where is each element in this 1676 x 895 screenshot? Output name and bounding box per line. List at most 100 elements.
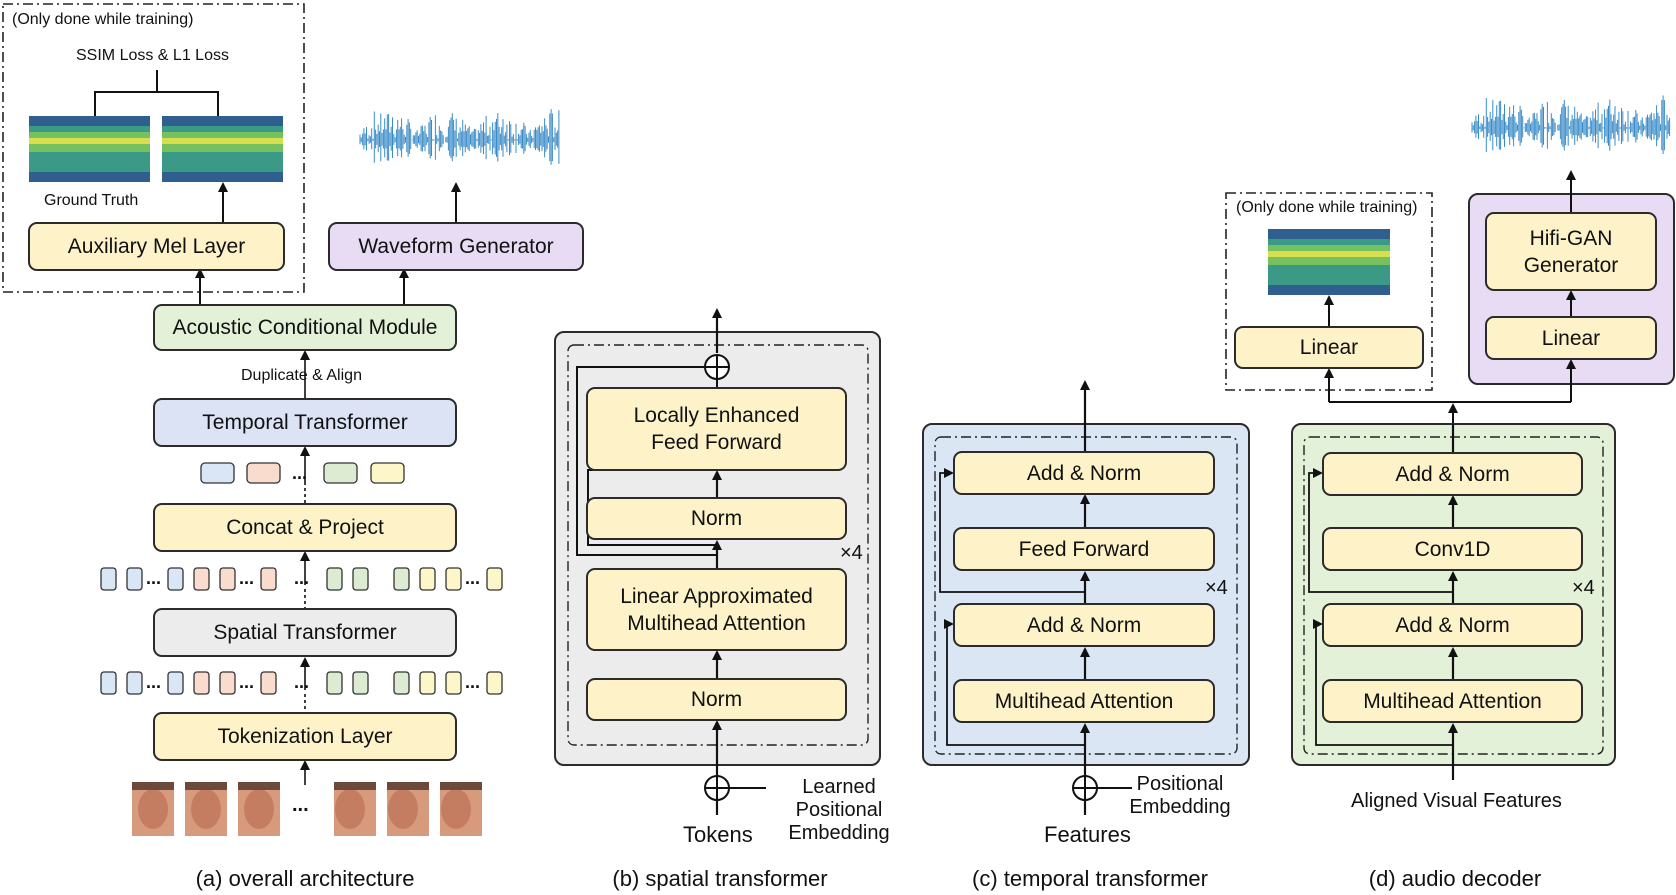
tokens-label: Tokens bbox=[683, 822, 753, 847]
spectrogram-predicted bbox=[162, 116, 283, 182]
c-residual-2 bbox=[944, 619, 1085, 746]
features-label: Features bbox=[1044, 822, 1131, 847]
hair bbox=[440, 782, 482, 790]
token bbox=[167, 567, 184, 591]
training-only-note-a: (Only done while training) bbox=[12, 11, 194, 28]
token bbox=[352, 567, 369, 591]
auxiliary-mel-layer: Auxiliary Mel Layer bbox=[28, 222, 285, 271]
temporal-token bbox=[200, 462, 235, 484]
token bbox=[445, 567, 462, 591]
waveform-a bbox=[359, 109, 560, 165]
token-ellipsis: ... bbox=[465, 568, 480, 588]
training-only-note-d: (Only done while training) bbox=[1236, 199, 1418, 216]
d-repeat-count: ×4 bbox=[1572, 577, 1595, 599]
face bbox=[441, 789, 471, 829]
token-ellipsis: ... bbox=[292, 463, 307, 483]
positional-emb-label: Positional Embedding bbox=[1129, 773, 1231, 818]
token bbox=[445, 671, 462, 695]
temporal-transformer-block: Temporal Transformer bbox=[153, 398, 457, 447]
d-conv1d: Conv1D bbox=[1322, 527, 1583, 571]
hair bbox=[132, 782, 174, 790]
token bbox=[486, 567, 503, 591]
locally-enhanced-ff-block: Locally Enhanced Feed Forward bbox=[586, 387, 847, 471]
caption-overall-architecture: (a) overall architecture bbox=[195, 866, 415, 891]
d-residual-2 bbox=[1313, 619, 1453, 746]
token bbox=[193, 671, 210, 695]
caption-temporal-transformer: (c) temporal transformer bbox=[972, 866, 1208, 891]
loss-label: SSIM Loss & L1 Loss bbox=[76, 47, 229, 64]
linear-approx-attention-block: Linear Approximated Multihead Attention bbox=[586, 568, 847, 651]
token bbox=[419, 671, 436, 695]
learned-pos-emb-label: Learned Positional Embedding bbox=[788, 776, 890, 844]
d-add-norm-top: Add & Norm bbox=[1322, 452, 1583, 496]
token bbox=[326, 671, 343, 695]
token bbox=[260, 671, 277, 695]
temporal-token bbox=[370, 462, 405, 484]
face bbox=[335, 789, 365, 829]
token bbox=[393, 671, 410, 695]
token bbox=[486, 671, 503, 695]
duplicate-align-label: Duplicate & Align bbox=[241, 367, 362, 384]
token-ellipsis: ... bbox=[294, 568, 309, 588]
c-multihead-attention: Multihead Attention bbox=[953, 679, 1215, 723]
spatial-transformer-block: Spatial Transformer bbox=[153, 608, 457, 657]
token bbox=[352, 671, 369, 695]
face bbox=[244, 789, 274, 829]
token bbox=[219, 671, 236, 695]
b-residual-outer bbox=[576, 366, 717, 556]
d-add-norm-bottom: Add & Norm bbox=[1322, 603, 1583, 647]
token-ellipsis: ... bbox=[146, 568, 161, 588]
token bbox=[193, 567, 210, 591]
concat-project-block: Concat & Project bbox=[153, 503, 457, 552]
hair bbox=[334, 782, 376, 790]
waveform-trace bbox=[1471, 95, 1671, 154]
face bbox=[138, 789, 168, 829]
token bbox=[126, 567, 143, 591]
waveform-d bbox=[1471, 95, 1671, 154]
c-repeat-count: ×4 bbox=[1205, 577, 1228, 599]
acoustic-conditional-module: Acoustic Conditional Module bbox=[153, 304, 457, 351]
hair bbox=[185, 782, 227, 790]
frames-ellipsis: ... bbox=[292, 794, 309, 816]
loss-bracket bbox=[94, 70, 219, 117]
b-norm-bottom: Norm bbox=[586, 678, 847, 721]
d-residual-1 bbox=[1308, 468, 1453, 593]
waveform-generator: Waveform Generator bbox=[328, 222, 584, 271]
temporal-token bbox=[246, 462, 281, 484]
c-add-norm-top: Add & Norm bbox=[953, 451, 1215, 495]
caption-spatial-transformer: (b) spatial transformer bbox=[612, 866, 828, 891]
ground-truth-label: Ground Truth bbox=[44, 192, 139, 209]
token-ellipsis: ... bbox=[239, 672, 254, 692]
training-only-region-a bbox=[2, 3, 305, 293]
d-linear-right: Linear bbox=[1485, 316, 1657, 360]
token-ellipsis: ... bbox=[239, 568, 254, 588]
hair bbox=[387, 782, 429, 790]
temporal-token bbox=[323, 462, 358, 484]
b-repeat-count: ×4 bbox=[840, 542, 863, 564]
caption-audio-decoder: (d) audio decoder bbox=[1368, 866, 1542, 891]
b-plus-bottom bbox=[705, 776, 729, 800]
waveform-trace bbox=[359, 109, 560, 165]
token-ellipsis: ... bbox=[146, 672, 161, 692]
face bbox=[191, 789, 221, 829]
tokenization-layer: Tokenization Layer bbox=[153, 712, 457, 761]
aligned-visual-features-label: Aligned Visual Features bbox=[1351, 790, 1562, 812]
face bbox=[388, 789, 418, 829]
hair bbox=[238, 782, 280, 790]
token bbox=[326, 567, 343, 591]
c-add-norm-bottom: Add & Norm bbox=[953, 603, 1215, 647]
b-plus-top bbox=[705, 355, 729, 379]
token bbox=[126, 671, 143, 695]
c-plus bbox=[1073, 776, 1097, 800]
hifigan-generator: Hifi-GAN Generator bbox=[1485, 212, 1657, 291]
token bbox=[219, 567, 236, 591]
c-residual-1 bbox=[939, 468, 1085, 593]
token bbox=[260, 567, 277, 591]
b-norm-top: Norm bbox=[586, 497, 847, 540]
c-feed-forward: Feed Forward bbox=[953, 527, 1215, 571]
token bbox=[419, 567, 436, 591]
token-rows: ........................... bbox=[100, 462, 503, 695]
token bbox=[393, 567, 410, 591]
d-linear-left: Linear bbox=[1234, 326, 1424, 369]
token-ellipsis: ... bbox=[294, 672, 309, 692]
